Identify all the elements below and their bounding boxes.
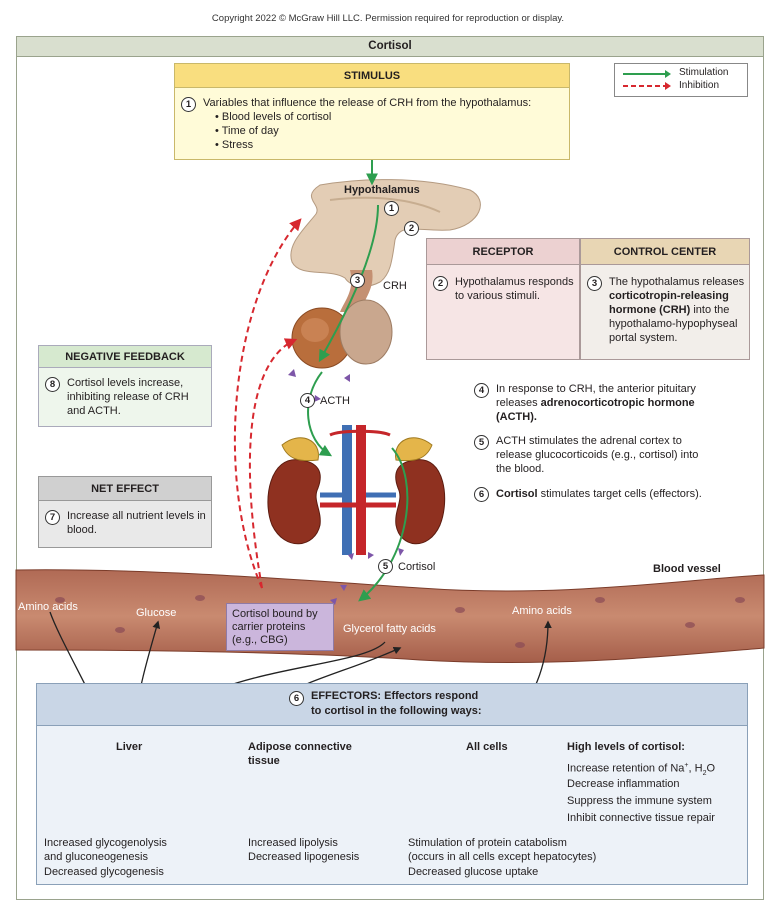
blood-vessel xyxy=(15,569,765,664)
legend: Stimulation Inhibition xyxy=(614,63,748,97)
all-cells-line-3: Decreased glucose uptake xyxy=(408,866,539,878)
amino-acids-left-label: Amino acids xyxy=(18,601,78,613)
stimulus-box: STIMULUS 1 Variables that influence the … xyxy=(174,63,570,160)
stimulus-header: STIMULUS xyxy=(175,64,569,88)
high-levels-title: High levels of cortisol: xyxy=(567,741,685,753)
liver-line-1: Increased glycogenolysis xyxy=(44,837,167,849)
step-8-badge: 8 xyxy=(45,377,60,393)
high-levels-line-4: Inhibit connective tissue repair xyxy=(567,812,715,824)
stimulus-text: Variables that influence the release of … xyxy=(203,97,532,109)
high-levels-line-2: Decrease inflammation xyxy=(567,778,680,790)
effectors-header-line2: to cortisol in the following ways: xyxy=(311,705,482,717)
all-cells-line-1: Stimulation of protein catabolism xyxy=(408,837,567,849)
step-6-effectors-badge: 6 xyxy=(289,691,304,707)
left-kidney xyxy=(267,459,321,545)
liver-title: Liver xyxy=(116,741,143,753)
effectors-header: 6 EFFECTORS: Effectors respond to cortis… xyxy=(37,684,747,726)
negative-feedback-header: NEGATIVE FEEDBACK xyxy=(39,346,211,368)
step-4-anatomy-badge: 4 xyxy=(300,393,315,409)
negative-feedback-box: NEGATIVE FEEDBACK 8 Cortisol levels incr… xyxy=(38,345,212,427)
step-5-text: ACTH stimulates the adrenal cortex to re… xyxy=(496,435,699,475)
inhibition-arrow-pituitary xyxy=(248,338,298,589)
step-5-badge: 5 xyxy=(474,435,489,451)
adipose-title-1: Adipose connective xyxy=(248,741,352,753)
all-cells-title: All cells xyxy=(466,741,508,753)
step-6-badge: 6 xyxy=(474,487,489,503)
adipose-line-2: Decreased lipogenesis xyxy=(248,851,360,863)
cortisol-arrow xyxy=(358,447,409,602)
step-3-badge: 3 xyxy=(587,276,602,292)
cortisol-label: Cortisol xyxy=(398,561,436,573)
control-center-header: CONTROL CENTER xyxy=(581,239,749,265)
all-cells-line-2: (occurs in all cells except hepatocytes) xyxy=(408,851,597,863)
acth-label: ACTH xyxy=(320,395,350,407)
negative-feedback-text: Cortisol levels increase, inhibiting rel… xyxy=(67,377,189,417)
high-levels-line-1: Increase retention of Na+, H2O xyxy=(567,762,716,777)
amino-acids-right-label: Amino acids xyxy=(512,605,572,617)
stimulus-bullet-1: • Blood levels of cortisol xyxy=(215,111,332,123)
blood-vessel-label: Blood vessel xyxy=(653,563,721,575)
liver-line-3: Decreased glycogenesis xyxy=(44,866,164,878)
effectors-box: 6 EFFECTORS: Effectors respond to cortis… xyxy=(36,683,748,885)
liver-line-2: and gluconeogenesis xyxy=(44,851,148,863)
high-levels-line-3: Suppress the immune system xyxy=(567,795,712,807)
step-1-anatomy-badge: 1 xyxy=(384,201,399,217)
net-effect-box: NET EFFECT 7 Increase all nutrient level… xyxy=(38,476,212,548)
legend-stimulation: Stimulation xyxy=(679,67,729,78)
control-center-box: CONTROL CENTER 3 The hypothalamus releas… xyxy=(580,238,750,360)
legend-arrows xyxy=(623,70,671,90)
step-2-anatomy-badge: 2 xyxy=(404,221,419,237)
receptor-header: RECEPTOR xyxy=(427,239,579,265)
control-center-text: The hypothalamus releases corticotropin-… xyxy=(609,276,745,344)
adipose-title-2: tissue xyxy=(248,755,280,767)
step-1-badge: 1 xyxy=(181,97,196,113)
hypothalamus-tissue xyxy=(290,179,481,287)
step-5-anatomy-badge: 5 xyxy=(378,559,393,575)
acth-arrow xyxy=(307,371,333,457)
glycerol-label: Glycerol fatty acids xyxy=(343,623,436,635)
stimulus-bullet-2: • Time of day xyxy=(215,125,279,137)
step-3-anatomy-badge: 3 xyxy=(350,273,365,289)
legend-inhibition: Inhibition xyxy=(679,80,720,91)
cbg-label: Cortisol bound by carrier proteins (e.g.… xyxy=(226,603,334,651)
glucose-label: Glucose xyxy=(136,607,177,619)
adipose-line-1: Increased lipolysis xyxy=(248,837,338,849)
step-6-text: Cortisol stimulates target cells (effect… xyxy=(496,488,702,500)
step-2-badge: 2 xyxy=(433,276,448,292)
stimulus-bullet-3: • Stress xyxy=(215,139,254,151)
figure-title: Cortisol xyxy=(16,36,764,57)
step-4-text: In response to CRH, the anterior pituita… xyxy=(496,383,696,423)
hypothalamus-label: Hypothalamus xyxy=(344,184,420,196)
net-effect-text: Increase all nutrient levels in blood. xyxy=(67,510,206,536)
copyright-notice: Copyright 2022 © McGraw Hill LLC. Permis… xyxy=(211,13,565,24)
receptor-box: RECEPTOR 2 Hypothalamus responds to vari… xyxy=(426,238,580,360)
crh-label: CRH xyxy=(383,280,407,292)
step-7-badge: 7 xyxy=(45,510,60,526)
net-effect-header: NET EFFECT xyxy=(39,477,211,501)
effectors-header-line1: EFFECTORS: Effectors respond xyxy=(311,690,479,702)
right-kidney xyxy=(395,459,446,545)
receptor-text: Hypothalamus responds to various stimuli… xyxy=(455,276,574,302)
step-4-badge: 4 xyxy=(474,383,489,399)
crh-arrow xyxy=(318,204,379,363)
